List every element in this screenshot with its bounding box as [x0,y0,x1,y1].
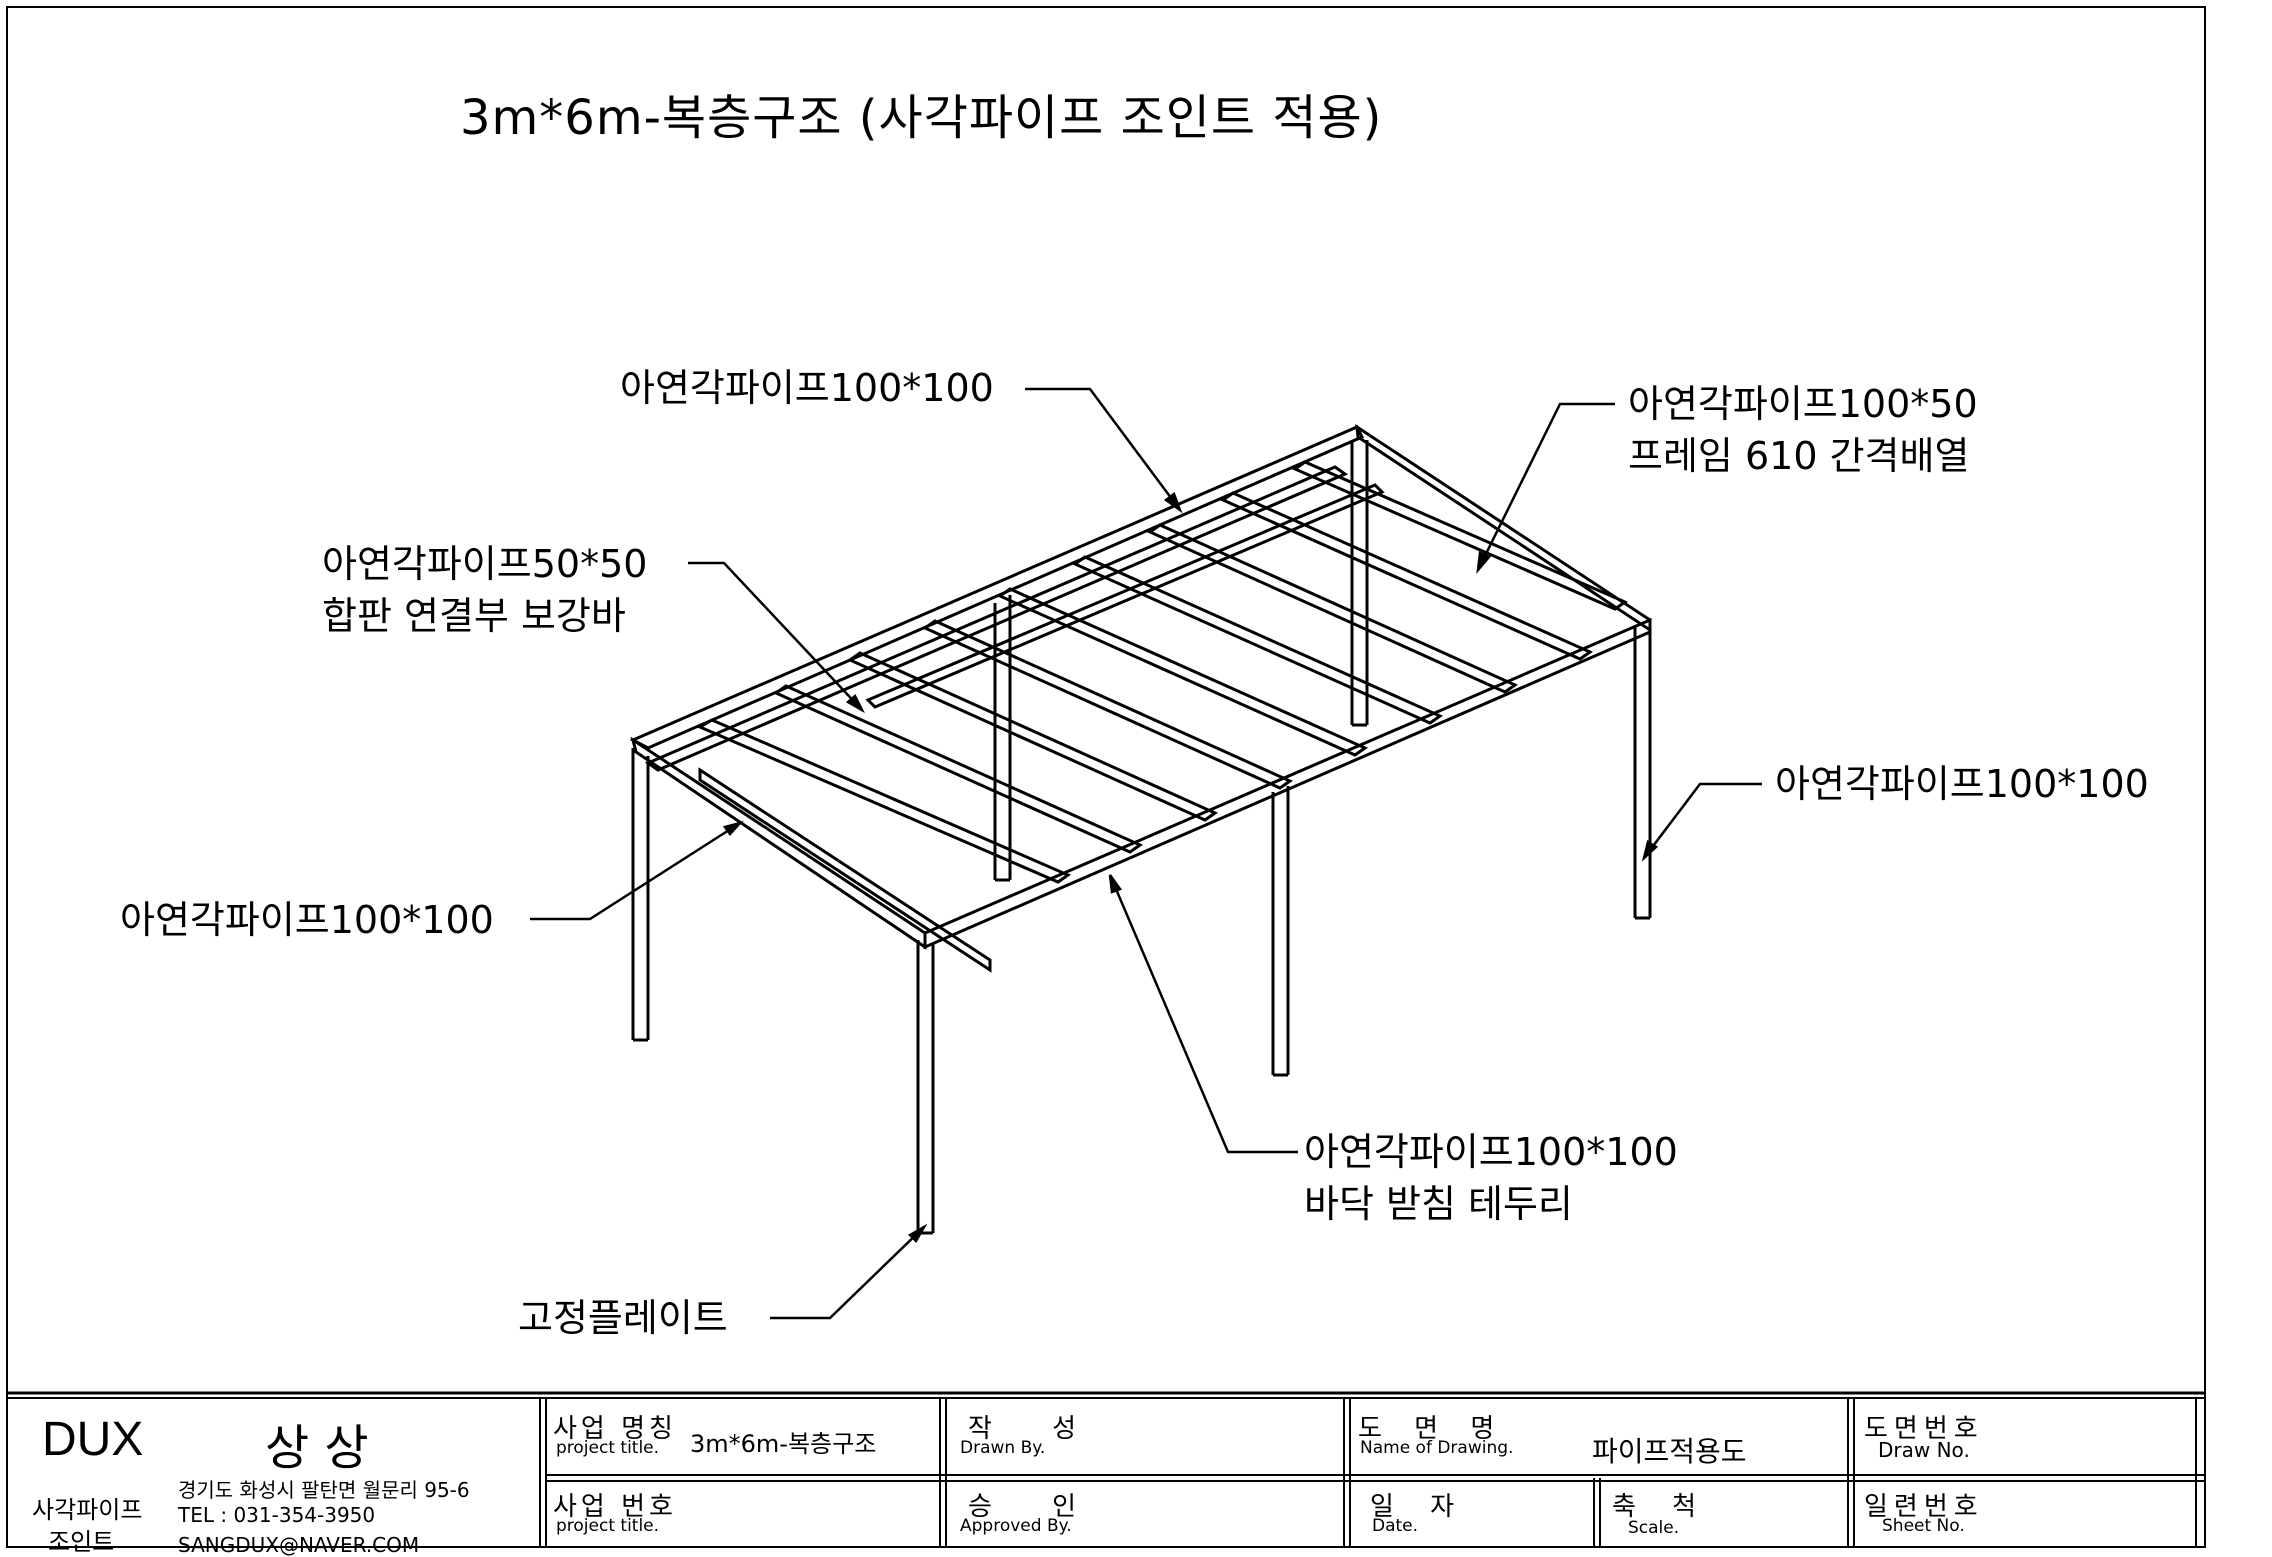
callout-joists-line1: 아연각파이프100*50 [1628,382,1978,426]
drawing-no-label: 도면번호 [1864,1414,1984,1444]
drawing-title: 3m*6m-복층구조 (사각파이프 조인트 적용) [460,90,1383,146]
callout-left-beam: 아연각파이프100*100 [120,898,494,942]
leader-base-plate [770,1226,925,1320]
sheet-no-label-en: Sheet No. [1882,1516,1965,1536]
callout-floor-edge: 아연각파이프100*100 바닥 받침 테두리 [1304,1126,1678,1230]
leader-brace [688,561,863,711]
callout-joists: 아연각파이프100*50 프레임 610 간격배열 [1628,378,1978,482]
sheet-no-label: 일련번호 [1864,1492,1984,1522]
drawing-name-label-en: Name of Drawing. [1360,1438,1514,1458]
drawing-no-label-en: Draw No. [1878,1438,1970,1462]
company-address: 경기도 화성시 팔탄면 월문리 95-6 [178,1478,470,1502]
front-right-post [1633,627,1652,920]
leader-lines [530,387,1762,1320]
approved-by-label-en: Approved By. [960,1516,1072,1536]
date-label: 일 자 [1370,1492,1469,1522]
callout-brace-line2: 합판 연결부 보강바 [322,594,626,638]
project-no-label: 사업 번호 [553,1492,677,1522]
leader-joists [1476,402,1615,571]
joists [696,460,1629,884]
scale-label: 축 척 [1612,1492,1711,1522]
front-corner-post [916,940,935,1235]
leader-right-post [1643,782,1762,859]
front-mid-post [1271,786,1290,1077]
callout-base-plate: 고정플레이트 [518,1296,728,1340]
right-end-beam [1355,424,1652,633]
leader-left-beam [530,821,741,921]
callout-floor-edge-line1: 아연각파이프100*100 [1304,1130,1678,1174]
left-end-beam [630,736,927,950]
front-left-post [631,748,650,1042]
drawing-name-value: 파이프적용도 [1592,1435,1747,1468]
back-left-beam [629,425,1365,750]
project-no-label-en: project title. [556,1516,660,1536]
callout-top-beam: 아연각파이프100*100 [620,366,994,410]
structure-frame [629,424,1652,1235]
drawing-name-label: 도 면 명 [1358,1414,1507,1444]
callout-right-post: 아연각파이프100*100 [1775,762,2149,806]
leader-floor-edge [1108,874,1298,1154]
project-name-label: 사업 명칭 [553,1414,677,1444]
center-rail [865,483,1385,709]
scale-label-en: Scale. [1628,1518,1680,1538]
company-product-line1: 사각파이프 [32,1496,143,1524]
drawn-by-label: 작 성 [968,1414,1103,1444]
drawn-by-label-en: Drawn By. [960,1438,1046,1458]
leader-top-beam [1025,387,1182,511]
company-name: 상 상 [265,1420,369,1476]
company-tel: TEL : 031-354-3950 [178,1503,376,1527]
company-logo: DUX [42,1413,144,1466]
project-name-value: 3m*6m-복층구조 [690,1430,877,1458]
inner-left-rail [698,767,992,973]
company-email: SANGDUX@NAVER.COM [178,1533,420,1557]
callout-brace-line1: 아연각파이프50*50 [322,542,648,586]
callout-floor-edge-line2: 바닥 받침 테두리 [1304,1182,1573,1226]
title-block-grid [7,1391,2205,1548]
back-post-1 [993,595,1012,882]
callout-joists-line2: 프레임 610 간격배열 [1628,434,1970,478]
approved-by-label: 승 인 [968,1492,1103,1522]
callout-brace: 아연각파이프50*50 합판 연결부 보강바 [322,538,647,642]
project-name-label-en: project title. [556,1438,660,1458]
date-label-en: Date. [1372,1516,1419,1536]
company-product-line2: 조인트 [48,1528,115,1556]
